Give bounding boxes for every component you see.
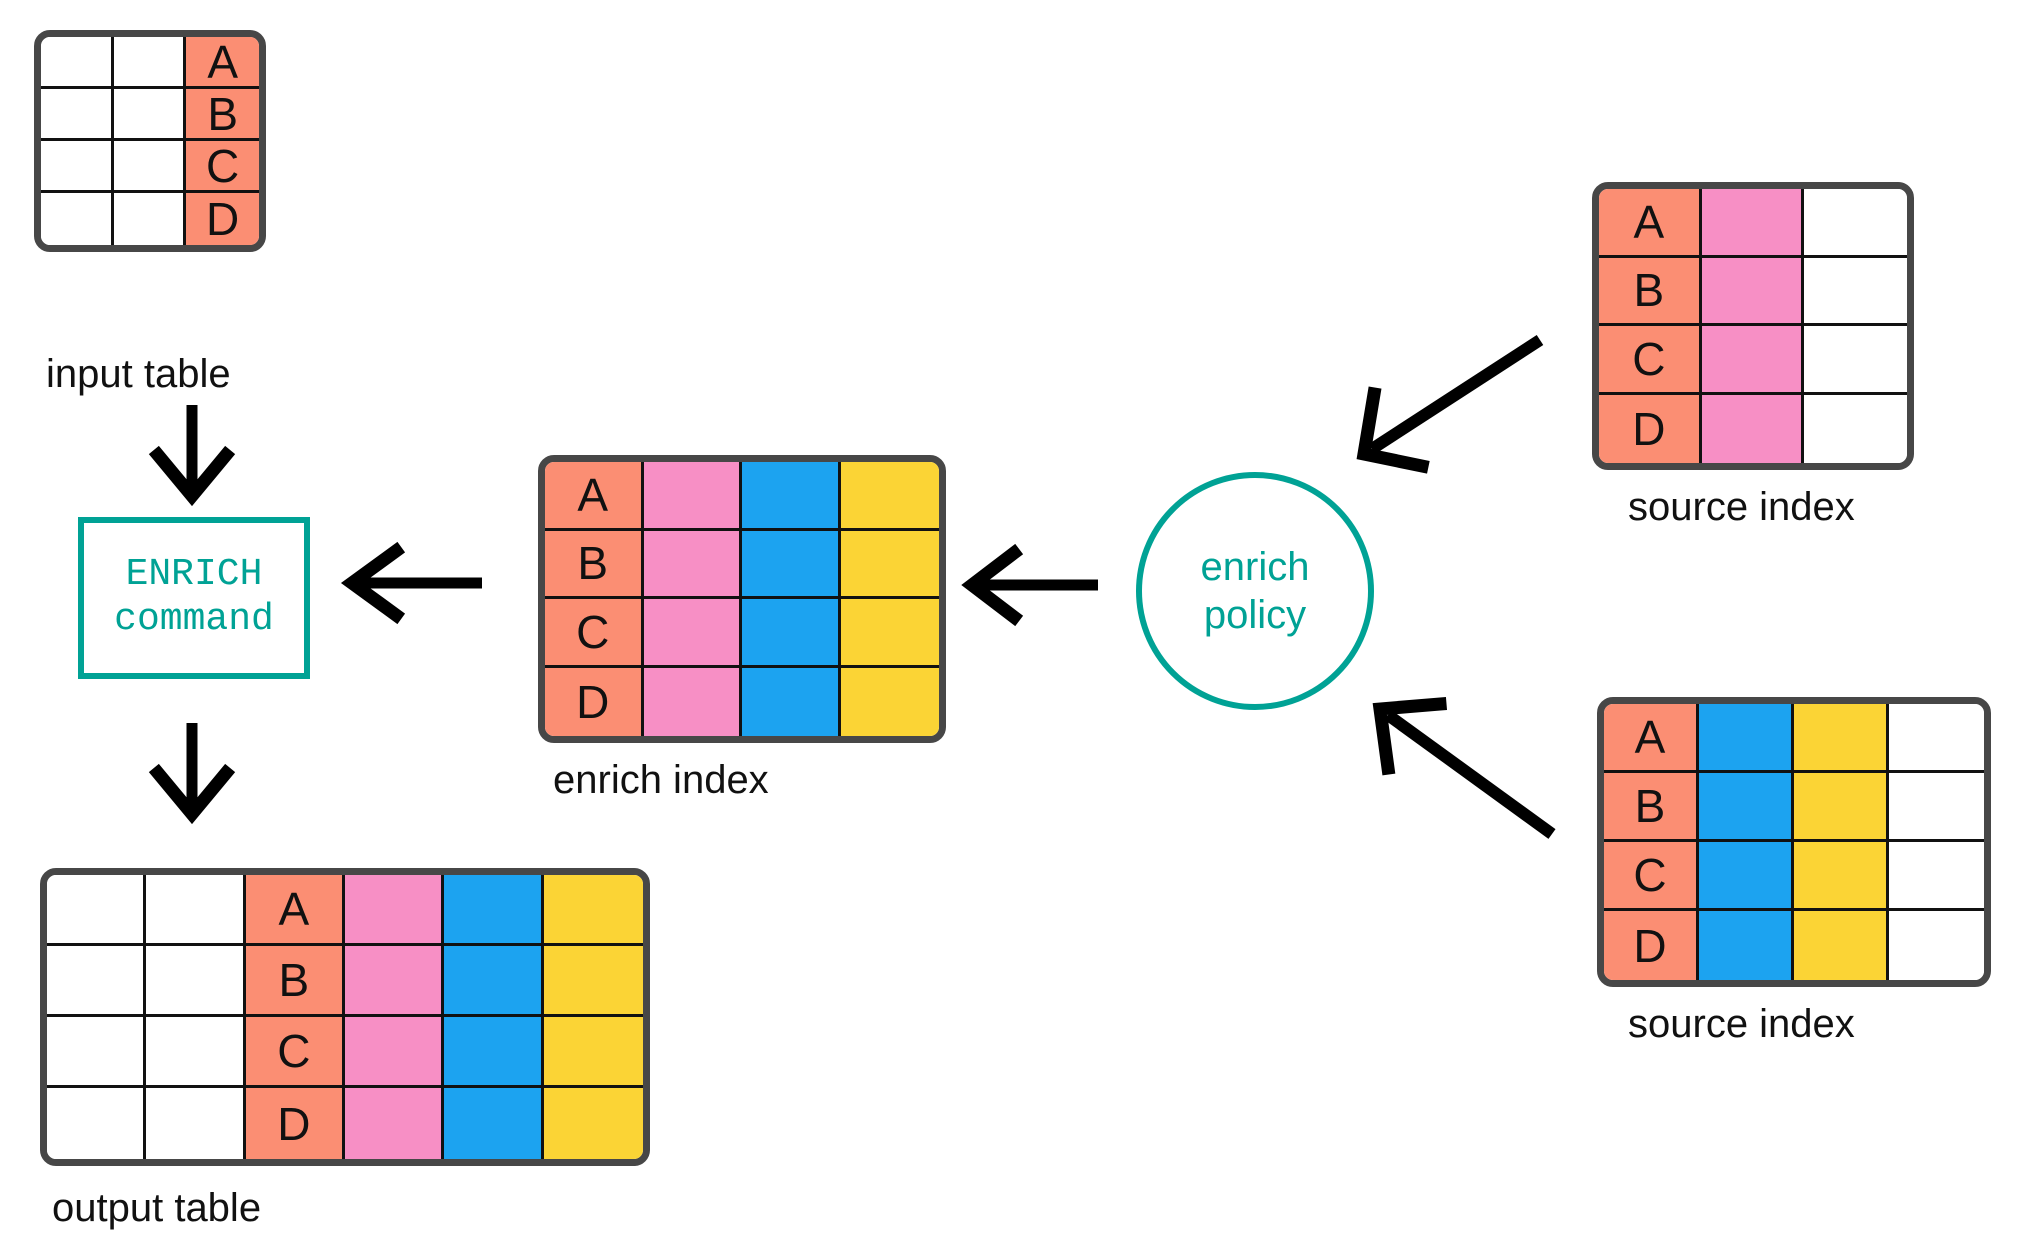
table-cell <box>1699 704 1794 773</box>
table-cell: D <box>1604 911 1699 980</box>
table-cell: C <box>186 141 259 193</box>
table-cell: D <box>245 1088 345 1159</box>
table-cell: B <box>186 89 259 141</box>
table-cell <box>41 141 114 193</box>
table-cell: D <box>545 667 644 736</box>
table-cell: B <box>1599 257 1702 326</box>
table-cell: A <box>1599 189 1702 258</box>
table-cell <box>840 462 939 531</box>
table-cell <box>1889 911 1984 980</box>
table-cell <box>444 1017 544 1088</box>
table-cell <box>1794 773 1889 842</box>
table-cell <box>47 1017 147 1088</box>
table-cell: C <box>1599 326 1702 395</box>
table-cell <box>1889 704 1984 773</box>
table-cell <box>742 530 841 599</box>
table-cell <box>444 875 544 946</box>
table-cell <box>41 37 114 89</box>
table-cell <box>742 667 841 736</box>
enrich-index-caption: enrich index <box>553 758 769 802</box>
table-cell <box>1794 842 1889 911</box>
enrich-command-box[interactable]: ENRICH command <box>78 517 310 679</box>
table-cell <box>113 193 187 245</box>
table-cell <box>146 1088 246 1159</box>
table-cell <box>345 1017 445 1088</box>
table-cell: A <box>245 875 345 946</box>
table-cell <box>1889 842 1984 911</box>
enrich-policy-line1: enrich <box>1200 545 1310 589</box>
table-cell: B <box>545 530 644 599</box>
enrich-policy-line2: policy <box>1203 593 1307 637</box>
table-cell <box>444 946 544 1017</box>
table-cell <box>47 875 147 946</box>
table-cell: A <box>545 462 644 531</box>
table-cell <box>47 946 147 1017</box>
table-cell <box>840 599 939 668</box>
table-cell <box>113 37 187 89</box>
table-cell <box>1794 704 1889 773</box>
table-cell <box>41 193 114 245</box>
table-cell <box>113 141 187 193</box>
table-cell <box>41 89 114 141</box>
table-cell: A <box>1604 704 1699 773</box>
table-cell <box>1699 842 1794 911</box>
table-cell <box>742 599 841 668</box>
source-index-bottom-caption: source index <box>1628 1002 1855 1046</box>
table-cell: C <box>245 1017 345 1088</box>
table-cell <box>345 1088 445 1159</box>
table-cell <box>643 462 742 531</box>
table-cell <box>1699 773 1794 842</box>
table-cell <box>543 946 643 1017</box>
table-cell <box>643 667 742 736</box>
table-cell: C <box>1604 842 1699 911</box>
table-cell <box>1889 773 1984 842</box>
table-cell <box>1701 394 1805 463</box>
table-cell <box>1804 257 1907 326</box>
table-cell <box>1804 326 1907 395</box>
table-cell <box>1804 189 1907 258</box>
table-cell <box>1804 394 1907 463</box>
enrich-command-line2: command <box>114 598 274 641</box>
output-table-caption: output table <box>52 1186 262 1230</box>
table-cell <box>113 89 187 141</box>
table-cell <box>444 1088 544 1159</box>
table-cell <box>543 1088 643 1159</box>
table-cell <box>543 1017 643 1088</box>
enrich-command-line1: ENRICH <box>125 553 263 597</box>
table-cell <box>345 946 445 1017</box>
table-cell: D <box>1599 394 1702 463</box>
input-table-caption: input table <box>46 352 231 396</box>
table-cell <box>1699 911 1794 980</box>
enrich-policy-node[interactable]: enrich policy <box>1136 472 1374 710</box>
table-cell <box>742 462 841 531</box>
table-cell: D <box>186 193 259 245</box>
table-cell <box>1794 911 1889 980</box>
table-cell <box>146 875 246 946</box>
table-cell <box>643 599 742 668</box>
table-cell: C <box>545 599 644 668</box>
table-cell: B <box>245 946 345 1017</box>
table-cell <box>345 875 445 946</box>
table-cell <box>543 875 643 946</box>
table-cell: A <box>186 37 259 89</box>
table-cell <box>1701 326 1805 395</box>
table-cell <box>1701 189 1805 258</box>
table-cell <box>643 530 742 599</box>
table-cell: B <box>1604 773 1699 842</box>
table-cell <box>840 530 939 599</box>
table-cell <box>47 1088 147 1159</box>
table-cell <box>146 946 246 1017</box>
table-cell <box>1701 257 1805 326</box>
table-cell <box>146 1017 246 1088</box>
source-index-top-caption: source index <box>1628 485 1855 529</box>
table-cell <box>840 667 939 736</box>
